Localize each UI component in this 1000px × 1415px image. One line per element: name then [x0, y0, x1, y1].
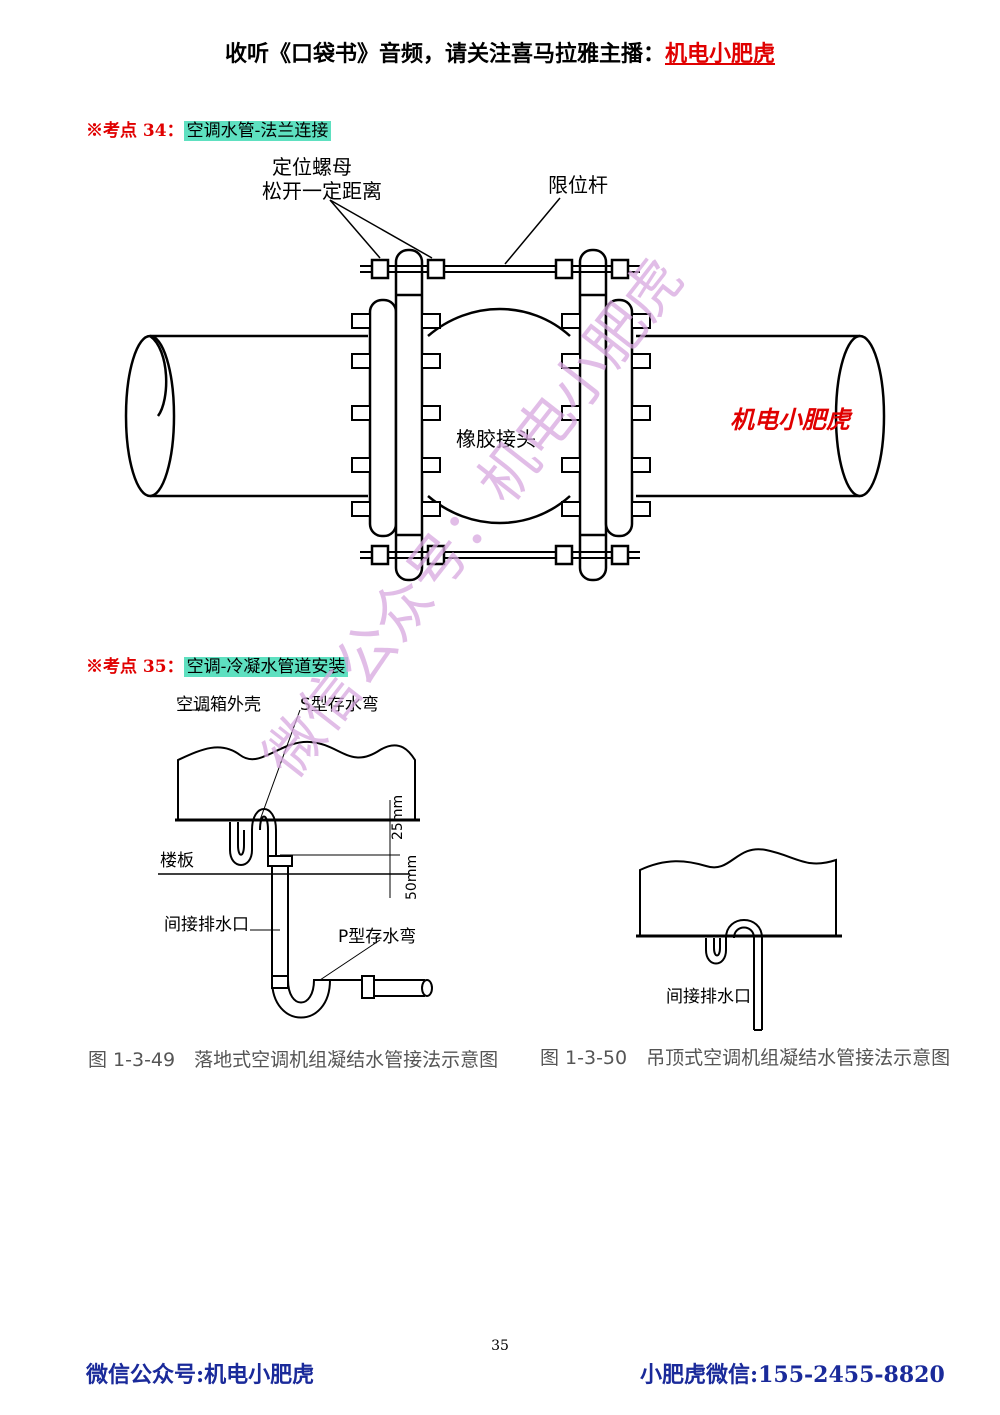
label-dim-50: 50mm	[404, 855, 420, 900]
footer-wechat-account: 微信公众号:机电小肥虎	[86, 1362, 315, 1388]
label-loosen-distance: 松开一定距离	[262, 179, 382, 203]
label-casing: 空调箱外壳	[176, 695, 261, 715]
ceiling-condensate-diagram: 间接排水口 图 1-3-50 吊顶式空调机组凝结水管接法示意图	[540, 848, 950, 1069]
section1-title: 空调水管-法兰连接	[183, 121, 332, 141]
footer-wechat-contact: 小肥虎微信:155-2455-8820	[640, 1362, 945, 1388]
section1-mark: ※考点 34：	[86, 121, 184, 141]
label-limit-rod: 限位杆	[548, 173, 608, 197]
label-positioning-nut: 定位螺母	[272, 155, 352, 179]
label-indirect-outlet: 间接排水口	[164, 915, 249, 935]
header-prefix: 收听《口袋书》音频，请关注喜马拉雅主播：	[224, 41, 665, 67]
right-figure-caption: 图 1-3-50 吊顶式空调机组凝结水管接法示意图	[540, 1047, 950, 1069]
brand-stamp: 机电小肥虎	[730, 406, 853, 434]
left-figure-caption: 图 1-3-49 落地式空调机组凝结水管接法示意图	[88, 1049, 498, 1071]
page-number: 35	[491, 1338, 509, 1354]
flange-diagram: 定位螺母 松开一定距离 限位杆 橡胶接头 机电小肥虎	[124, 155, 886, 582]
section2-mark: ※考点 35：	[86, 657, 184, 677]
floor-standing-condensate-diagram: 空调箱外壳 S型存水弯 楼板 25mm 50mm 间接排水口 P型存水弯 图 1…	[88, 695, 498, 1071]
page-header: 收听《口袋书》音频，请关注喜马拉雅主播：机电小肥虎	[0, 36, 1000, 68]
label-indirect-outlet-right: 间接排水口	[666, 987, 751, 1007]
section2-title: 空调-冷凝水管道安装	[183, 657, 349, 677]
header-brand[interactable]: 机电小肥虎	[665, 41, 776, 67]
label-p-trap: P型存水弯	[338, 927, 416, 947]
section2-heading: ※考点 35：空调-冷凝水管道安装	[86, 652, 349, 677]
section1-heading: ※考点 34：空调水管-法兰连接	[86, 116, 332, 141]
label-dim-25: 25mm	[390, 795, 406, 840]
label-s-trap: S型存水弯	[300, 695, 379, 715]
label-floor: 楼板	[160, 851, 194, 871]
label-rubber-joint: 橡胶接头	[456, 427, 536, 451]
